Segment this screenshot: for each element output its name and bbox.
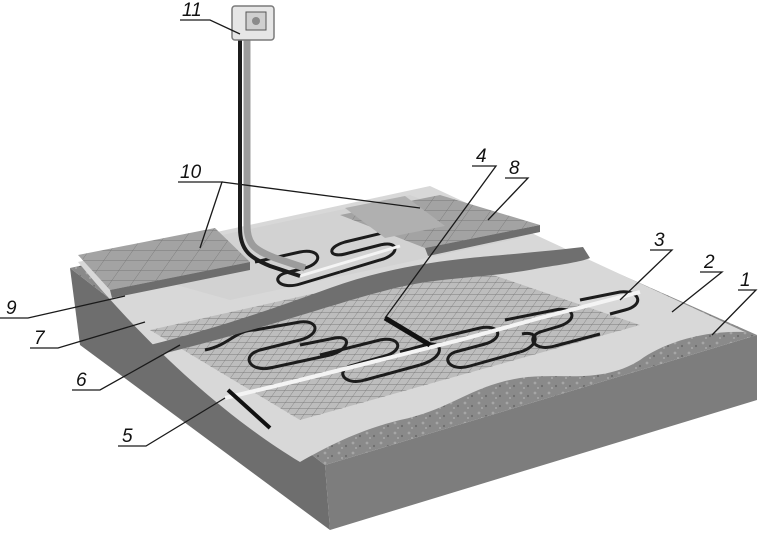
callout-4: 4 xyxy=(476,146,487,167)
callout-9: 9 xyxy=(6,298,17,319)
leader-3 xyxy=(619,249,674,301)
leader-9 xyxy=(0,295,126,319)
rear-cable-loops xyxy=(254,228,397,288)
leader-8 xyxy=(487,177,530,221)
callout-8: 8 xyxy=(509,158,520,179)
callout-11: 11 xyxy=(182,0,202,21)
leader-10b xyxy=(221,181,421,209)
tile-adhesive xyxy=(150,247,590,355)
mounting-tape xyxy=(224,290,641,400)
rear-tape xyxy=(299,244,401,278)
cold-lead xyxy=(383,315,432,348)
thermostat-knob-icon xyxy=(252,17,260,25)
leader-4 xyxy=(384,165,498,319)
leader-2 xyxy=(671,271,724,313)
tile-left xyxy=(78,228,250,290)
adhesive-layer xyxy=(150,247,590,355)
callout-5: 5 xyxy=(122,426,133,447)
callout-3: 3 xyxy=(654,230,665,251)
callout-6: 6 xyxy=(76,370,87,391)
callout-2: 2 xyxy=(703,252,715,273)
leader-11 xyxy=(180,19,241,35)
sensor-wire xyxy=(238,40,301,278)
cable-tail xyxy=(226,388,272,430)
slab-left-face xyxy=(70,268,330,530)
leader-1 xyxy=(711,289,758,336)
callout-1: 1 xyxy=(740,270,751,291)
heating-cable xyxy=(204,290,639,383)
heating-mat xyxy=(150,262,641,430)
slab-front-face xyxy=(325,335,757,530)
callout-10: 10 xyxy=(180,162,202,183)
floor-tiles xyxy=(78,195,540,298)
thermostat-assembly xyxy=(231,5,307,278)
callout-labels: 11 10 4 8 3 2 1 9 7 6 5 xyxy=(6,0,751,447)
leader-lines xyxy=(0,19,758,447)
leader-6 xyxy=(72,344,181,391)
conduit-tube xyxy=(243,40,307,272)
leader-5 xyxy=(118,397,226,447)
tile-right-edge xyxy=(425,225,540,256)
callout-7: 7 xyxy=(34,328,46,349)
leader-7 xyxy=(30,321,146,349)
tile-left-edge xyxy=(110,262,250,298)
tile-raised xyxy=(345,196,445,238)
